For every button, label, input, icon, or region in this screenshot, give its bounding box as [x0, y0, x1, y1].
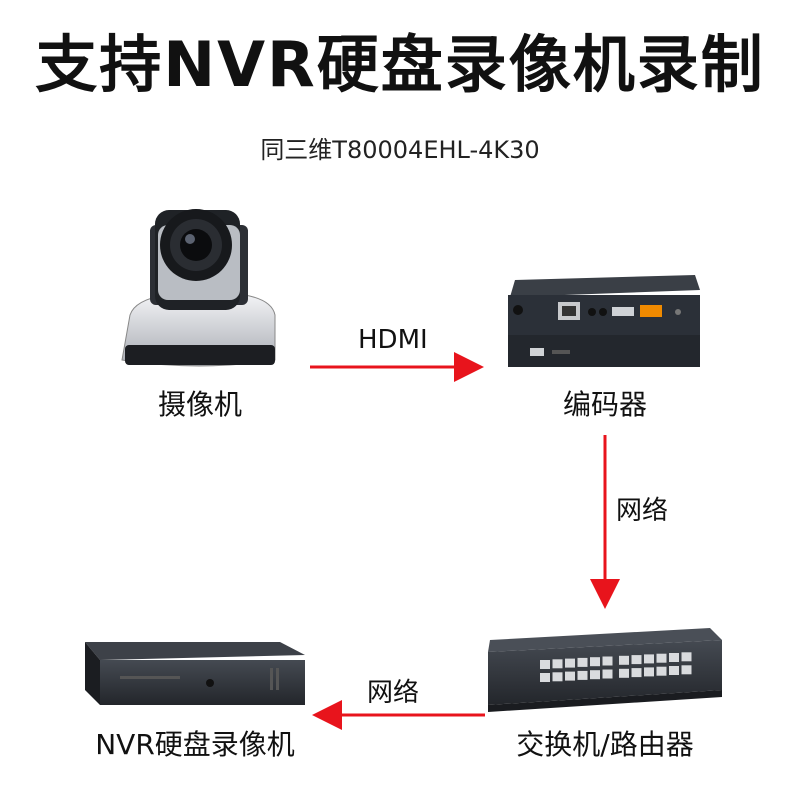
switch-port — [565, 658, 575, 668]
encoder-device — [508, 275, 700, 367]
switch-port — [619, 668, 629, 678]
switch-port — [540, 673, 550, 682]
switch-port — [577, 657, 588, 667]
switch-port — [619, 655, 629, 665]
switch-port — [644, 654, 654, 664]
switch-port — [644, 667, 654, 677]
switch-port — [681, 665, 692, 675]
switch-port — [602, 656, 613, 666]
edge-label-hdmi: HDMI — [358, 325, 428, 355]
switch-port — [631, 668, 642, 678]
page-subtitle: 同三维T80004EHL-4K30 — [260, 136, 540, 164]
switch-port — [552, 659, 563, 669]
edge-label-network-vertical: 网络 — [616, 496, 669, 526]
camera-device — [121, 209, 276, 367]
switch-port — [602, 669, 613, 679]
nvr-device — [85, 642, 305, 705]
switch-port — [656, 653, 667, 663]
camera-label: 摄像机 — [157, 388, 242, 421]
switch-port — [577, 670, 588, 680]
nvr-label: NVR硬盘录像机 — [95, 728, 295, 761]
page-title: 支持NVR硬盘录像机录制 — [35, 28, 765, 101]
switch-port — [552, 672, 563, 682]
switch-port — [590, 657, 600, 667]
switch-port — [590, 670, 600, 680]
switch-port — [669, 666, 679, 675]
switch-port — [565, 671, 575, 681]
switch-ports — [540, 652, 692, 682]
encoder-label: 编码器 — [562, 388, 647, 421]
switch-port — [681, 652, 692, 662]
switch-label: 交换机/路由器 — [516, 728, 694, 761]
switch-port — [669, 653, 679, 662]
switch-port — [656, 666, 667, 676]
switch-port — [631, 655, 642, 665]
switch-port — [540, 660, 550, 669]
edge-label-network-horizontal: 网络 — [367, 678, 420, 708]
